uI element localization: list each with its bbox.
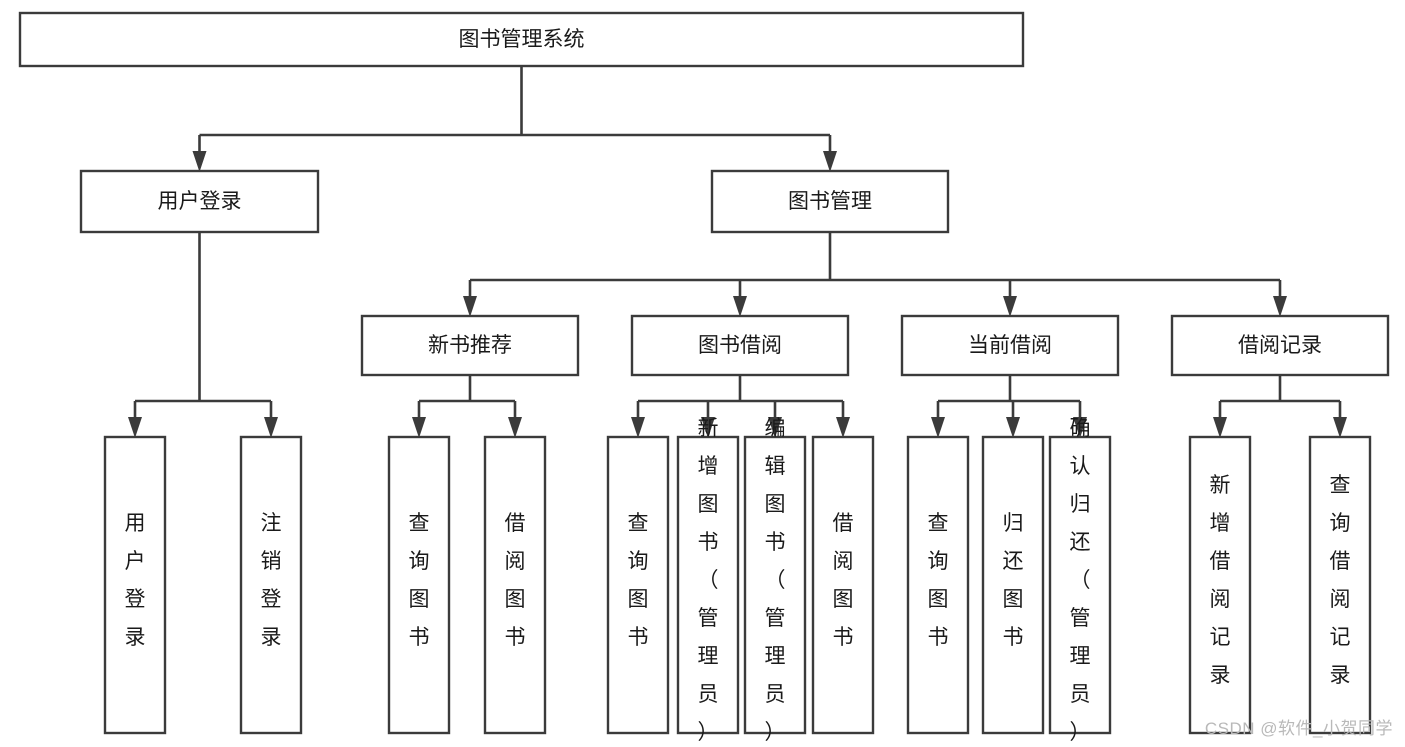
arrow-head-icon (1006, 417, 1020, 438)
node-label: 新书推荐 (428, 334, 512, 357)
node-label: 借阅图书 (505, 512, 526, 649)
node-box[interactable] (710, 169, 950, 234)
arrow-head-icon (768, 417, 782, 438)
node-box[interactable] (743, 435, 807, 735)
node-box[interactable] (630, 314, 850, 377)
node-label: 查询图书 (928, 512, 949, 649)
arrow-head-icon (931, 417, 945, 438)
node-box[interactable] (606, 435, 670, 735)
leaf-node-leaf-borrow-book-rec[interactable]: 借阅图书 (483, 435, 547, 735)
arrow-head-icon (1073, 417, 1087, 438)
level3-node-borrow-record[interactable]: 借阅记录 (1170, 314, 1390, 377)
node-label: 图书管理 (788, 190, 872, 213)
node-box[interactable] (900, 314, 1120, 377)
level3-node-new-book-recommend[interactable]: 新书推荐 (360, 314, 580, 377)
node-label: 归还图书 (1003, 512, 1024, 649)
node-layer: 图书管理系统用户登录图书管理新书推荐图书借阅当前借阅借阅记录用户登录注销登录查询… (18, 11, 1390, 744)
node-box[interactable] (1170, 314, 1390, 377)
arrow-head-icon (192, 151, 207, 172)
arrow-head-icon (1273, 296, 1287, 317)
arrow-head-icon (1003, 296, 1017, 317)
node-label: 图书管理系统 (459, 28, 585, 51)
arrow-head-icon (823, 151, 837, 172)
leaf-node-leaf-edit-book-admin[interactable]: 编辑图书（管理员） (743, 417, 807, 744)
node-box[interactable] (1048, 435, 1112, 735)
arrow-head-icon (1333, 417, 1347, 438)
root-node-root[interactable]: 图书管理系统 (18, 11, 1025, 68)
node-box[interactable] (1188, 435, 1252, 735)
node-box[interactable] (103, 435, 167, 735)
node-label: 借阅图书 (833, 512, 854, 649)
node-label: 查询图书 (409, 512, 430, 649)
level3-node-current-borrow[interactable]: 当前借阅 (900, 314, 1120, 377)
node-box[interactable] (981, 435, 1045, 735)
node-box[interactable] (360, 314, 580, 377)
node-box[interactable] (1308, 435, 1372, 735)
node-label: 借阅记录 (1238, 334, 1322, 357)
leaf-node-leaf-add-book-admin[interactable]: 新增图书（管理员） (676, 417, 740, 744)
node-box[interactable] (239, 435, 303, 735)
node-label: 注销登录 (261, 512, 282, 649)
arrow-head-icon (836, 417, 850, 438)
node-box[interactable] (387, 435, 451, 735)
arrow-head-icon (1213, 417, 1227, 438)
node-label: 图书借阅 (698, 334, 782, 357)
leaf-node-leaf-logout-login[interactable]: 注销登录 (239, 435, 303, 735)
node-label: 查询图书 (628, 512, 649, 649)
arrow-head-icon (508, 417, 522, 438)
node-label: 确认归还（管理员） (1070, 417, 1091, 744)
leaf-node-leaf-query-book-current[interactable]: 查询图书 (906, 435, 970, 735)
leaf-node-leaf-add-borrow-record[interactable]: 新增借阅记录 (1188, 435, 1252, 735)
node-box[interactable] (18, 11, 1025, 68)
node-label: 新增图书（管理员） (698, 417, 719, 744)
arrow-head-icon (412, 417, 426, 438)
node-label: 编辑图书（管理员） (765, 417, 786, 744)
level3-node-book-borrow[interactable]: 图书借阅 (630, 314, 850, 377)
leaf-node-leaf-query-borrow-record[interactable]: 查询借阅记录 (1308, 435, 1372, 735)
node-label: 查询借阅记录 (1330, 474, 1351, 687)
node-box[interactable] (676, 435, 740, 735)
node-box[interactable] (906, 435, 970, 735)
leaf-node-leaf-return-book[interactable]: 归还图书 (981, 435, 1045, 735)
leaf-node-leaf-user-login[interactable]: 用户登录 (103, 435, 167, 735)
level2-node-user-login-group[interactable]: 用户登录 (79, 169, 320, 234)
node-label: 用户登录 (158, 190, 242, 213)
node-box[interactable] (811, 435, 875, 735)
connector-layer (128, 66, 1347, 438)
arrow-head-icon (733, 296, 747, 317)
level2-node-book-management-group[interactable]: 图书管理 (710, 169, 950, 234)
arrow-head-icon (264, 417, 278, 438)
node-label: 用户登录 (125, 512, 146, 649)
arrow-head-icon (128, 417, 142, 438)
leaf-node-leaf-query-book-rec[interactable]: 查询图书 (387, 435, 451, 735)
arrow-head-icon (701, 417, 715, 438)
arrow-head-icon (631, 417, 645, 438)
node-box[interactable] (483, 435, 547, 735)
leaf-node-leaf-confirm-return-admin[interactable]: 确认归还（管理员） (1048, 417, 1112, 744)
node-box[interactable] (79, 169, 320, 234)
leaf-node-leaf-borrow-book[interactable]: 借阅图书 (811, 435, 875, 735)
node-label: 当前借阅 (968, 334, 1052, 357)
leaf-node-leaf-query-book-borrow[interactable]: 查询图书 (606, 435, 670, 735)
arrow-head-icon (463, 296, 477, 317)
node-label: 新增借阅记录 (1210, 474, 1231, 687)
